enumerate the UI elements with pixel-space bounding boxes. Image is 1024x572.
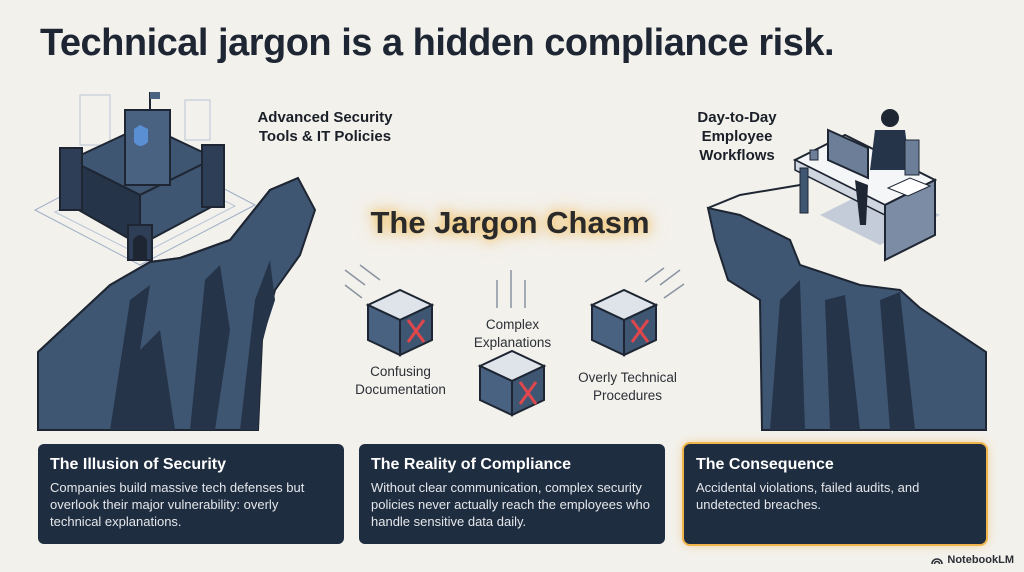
summary-cards: The Illusion of Security Companies build… [38, 444, 986, 544]
falling-box-icon-1 [344, 264, 435, 357]
card-title: The Consequence [696, 456, 834, 473]
falling-box-icon-3 [589, 267, 685, 357]
card-consequence: The Consequence Accidental violations, f… [684, 444, 986, 544]
chasm-title: The Jargon Chasm [370, 205, 650, 240]
card-body: Without clear communication, complex sec… [371, 480, 650, 529]
left-side-label: Advanced Security Tools & IT Policies [245, 108, 405, 146]
card-title: The Illusion of Security [50, 456, 227, 473]
card-body: Companies build massive tech defenses bu… [50, 480, 305, 529]
card-body: Accidental violations, failed audits, an… [696, 480, 920, 512]
box-label-overly-technical-procedures: Overly Technical Procedures [565, 369, 690, 405]
card-title: The Reality of Compliance [371, 456, 572, 473]
box-label-complex-explanations: Complex Explanations [455, 316, 570, 352]
employee-at-desk-icon [792, 109, 940, 262]
right-label-line2: Employee [701, 128, 773, 145]
right-label-line1: Day-to-Day [697, 109, 777, 126]
notebooklm-logo-icon [931, 558, 944, 565]
notebooklm-branding: NotebookLM [931, 554, 1014, 566]
branding-label: NotebookLM [947, 554, 1014, 566]
box-label-line1: Complex [485, 317, 540, 332]
card-reality-of-compliance: The Reality of Compliance Without clear … [359, 444, 665, 544]
right-label-line3: Workflows [699, 147, 775, 164]
page-title: Technical jargon is a hidden compliance … [40, 22, 835, 64]
castle-fortress-icon [33, 92, 257, 266]
box-label-line2: Explanations [473, 335, 552, 350]
right-side-label: Day-to-Day Employee Workflows [682, 108, 792, 165]
left-label-line1: Advanced Security [257, 109, 393, 126]
box-label-line2: Procedures [592, 388, 663, 403]
left-label-line2: Tools & IT Policies [258, 128, 392, 145]
box-label-line1: Confusing [370, 364, 431, 379]
box-label-line1: Overly Technical [578, 370, 677, 385]
falling-box-icon-2 [477, 270, 547, 417]
left-cliff-icon [37, 176, 317, 431]
right-cliff-icon [706, 184, 987, 431]
box-label-confusing-documentation: Confusing Documentation [338, 363, 463, 399]
box-label-line2: Documentation [355, 382, 446, 397]
card-illusion-of-security: The Illusion of Security Companies build… [38, 444, 344, 544]
